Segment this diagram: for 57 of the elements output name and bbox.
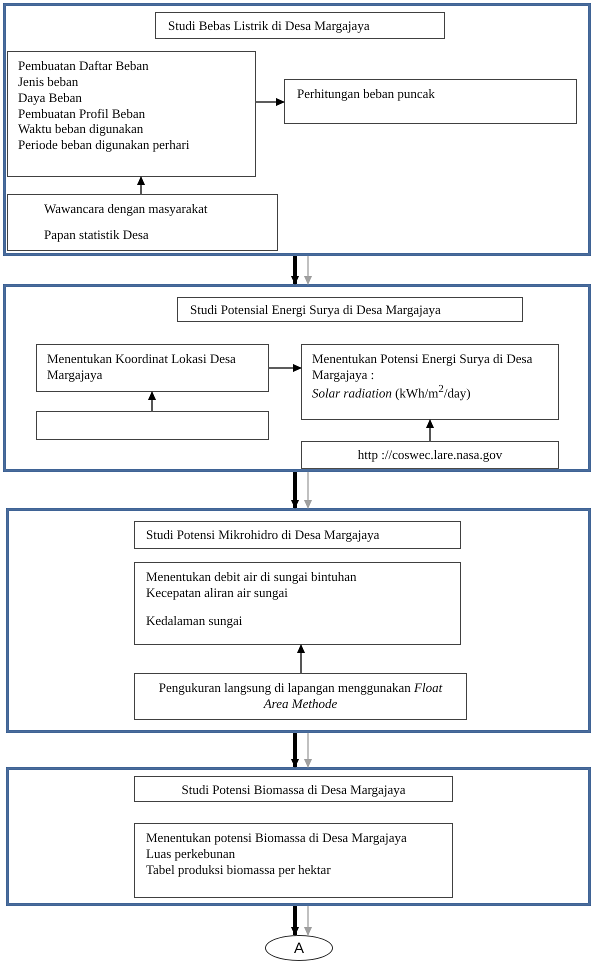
- process-box: [155, 12, 445, 39]
- arrow: [256, 98, 285, 106]
- box-text: Menentukan potensi Biomassa di Desa Margajaya: [146, 830, 407, 846]
- process-box: [301, 344, 559, 420]
- box-text: Wawancara dengan masyarakat: [44, 201, 208, 217]
- box-text: Daya Beban: [18, 90, 82, 106]
- box-text: Pengukuran langsung di lapangan menggunakan Float Area Methode: [158, 680, 444, 712]
- box-text: Studi Potensi Biomassa di Desa Margajaya: [182, 782, 406, 798]
- arrow: [297, 644, 305, 673]
- process-box: [301, 441, 559, 469]
- process-box: [134, 776, 453, 802]
- box-text: Kecepatan aliran air sungai: [146, 584, 288, 601]
- box-text: Waktu beban digunakan: [18, 121, 144, 138]
- arrow: [291, 472, 299, 509]
- arrow: [148, 391, 156, 411]
- box-text: Menentukan Potensi Energi Surya di Desa Margajaya :: [312, 351, 534, 383]
- arrow: [426, 419, 434, 441]
- arrow: [291, 906, 299, 936]
- process-box: [7, 194, 278, 251]
- arrow: [137, 176, 145, 194]
- box-text: Studi Bebas Listrik di Desa Margajaya: [168, 18, 370, 34]
- arrow: [304, 472, 312, 509]
- box-text: Solar radiation (kWh/m$^{2}$/day): [312, 382, 471, 401]
- arrow: [291, 256, 299, 285]
- box-text: Perhitungan beban puncak: [297, 86, 435, 102]
- section-panel: [3, 284, 591, 472]
- box-text: Pembuatan Daftar Beban: [18, 58, 149, 74]
- box-text: Studi Potensial Energi Surya di Desa Margajaya: [190, 302, 441, 318]
- section-panel: [3, 3, 591, 256]
- process-box: [36, 411, 269, 440]
- box-text: Pembuatan Profil Beban: [18, 106, 146, 122]
- box-text: Papan statistik Desa: [44, 226, 149, 243]
- arrow: [304, 256, 312, 285]
- process-box: [134, 823, 453, 898]
- arrow: [304, 733, 312, 768]
- box-text: Kedalaman sungai: [146, 612, 242, 629]
- arrow: [269, 364, 302, 372]
- process-box: [284, 79, 577, 124]
- process-box: [36, 344, 269, 392]
- process-box: [134, 673, 467, 720]
- box-text: Tabel produksi biomassa per hektar: [146, 862, 331, 878]
- box-text: Periode beban digunakan perhari: [18, 137, 190, 154]
- arrow: [291, 733, 299, 768]
- section-panel: [6, 767, 591, 906]
- process-box: [134, 562, 461, 645]
- box-text: Luas perkebunan: [146, 846, 236, 862]
- box-text: Jenis beban: [18, 74, 78, 90]
- process-box: [7, 51, 256, 177]
- box-text: http ://coswec.lare.nasa.gov: [358, 447, 502, 463]
- process-box: [177, 297, 523, 322]
- arrow: [304, 906, 312, 936]
- box-text: Menentukan Koordinat Lokasi Desa Margajaya: [47, 351, 237, 383]
- box-text: Studi Potensi Mikrohidro di Desa Margajaya: [146, 527, 380, 543]
- box-text: Menentukan debit air di sungai bintuhan: [146, 569, 356, 585]
- process-box: [134, 521, 461, 549]
- section-panel: [6, 508, 591, 733]
- box-text: A: [294, 940, 304, 956]
